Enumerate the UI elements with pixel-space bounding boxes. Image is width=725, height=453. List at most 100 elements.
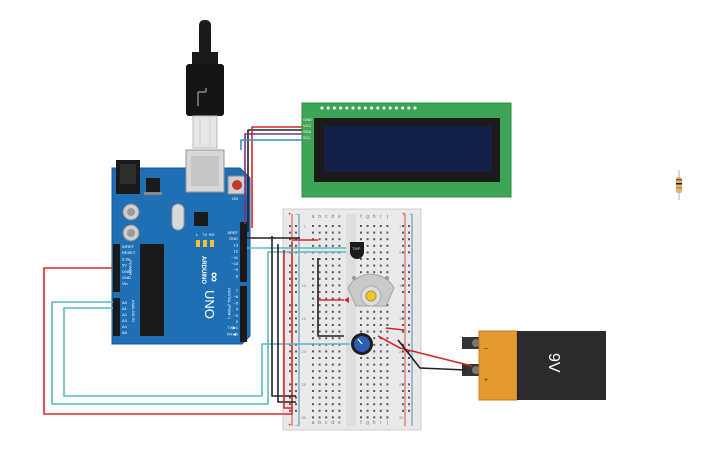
wire-a1[interactable] bbox=[63, 307, 350, 397]
breadboard-hole[interactable] bbox=[312, 383, 314, 386]
breadboard-hole[interactable] bbox=[318, 337, 321, 340]
breadboard-hole[interactable] bbox=[338, 297, 341, 300]
breadboard-hole[interactable] bbox=[338, 304, 341, 307]
breadboard-hole[interactable] bbox=[379, 383, 382, 386]
breadboard-hole[interactable] bbox=[360, 357, 362, 359]
breadboard-hole[interactable] bbox=[331, 291, 334, 293]
breadboard-hole[interactable] bbox=[338, 330, 341, 333]
breadboard-hole[interactable] bbox=[408, 271, 410, 274]
breadboard-hole[interactable] bbox=[373, 343, 376, 346]
breadboard-hole[interactable] bbox=[318, 409, 321, 412]
breadboard-hole[interactable] bbox=[373, 390, 376, 392]
wire-lcd-sda[interactable] bbox=[244, 133, 302, 224]
breadboard-hole[interactable] bbox=[386, 390, 389, 392]
breadboard-hole[interactable] bbox=[373, 310, 376, 313]
breadboard-hole[interactable] bbox=[295, 383, 297, 386]
breadboard-hole[interactable] bbox=[379, 370, 382, 373]
breadboard-hole[interactable] bbox=[289, 238, 291, 241]
potentiometer[interactable] bbox=[351, 333, 373, 355]
breadboard-hole[interactable] bbox=[386, 264, 389, 267]
breadboard-hole[interactable] bbox=[289, 291, 291, 293]
breadboard-hole[interactable] bbox=[408, 390, 410, 392]
breadboard-hole[interactable] bbox=[338, 284, 341, 287]
breadboard-hole[interactable] bbox=[338, 271, 341, 274]
breadboard-hole[interactable] bbox=[325, 271, 328, 274]
breadboard-hole[interactable] bbox=[312, 409, 314, 412]
breadboard-hole[interactable] bbox=[366, 264, 369, 267]
breadboard-hole[interactable] bbox=[318, 238, 321, 241]
breadboard-hole[interactable] bbox=[379, 403, 382, 406]
breadboard-hole[interactable] bbox=[318, 416, 321, 419]
breadboard-hole[interactable] bbox=[408, 244, 410, 247]
breadboard-hole[interactable] bbox=[295, 330, 297, 333]
temperature-sensor[interactable]: TMP bbox=[350, 242, 364, 259]
breadboard-hole[interactable] bbox=[312, 363, 314, 366]
breadboard-hole[interactable] bbox=[318, 258, 321, 260]
breadboard-hole[interactable] bbox=[408, 343, 410, 346]
breadboard-hole[interactable] bbox=[312, 284, 314, 287]
breadboard-hole[interactable] bbox=[325, 238, 328, 241]
breadboard-hole[interactable] bbox=[379, 363, 382, 366]
breadboard-hole[interactable] bbox=[379, 238, 382, 241]
breadboard-hole[interactable] bbox=[312, 244, 314, 247]
breadboard-hole[interactable] bbox=[402, 330, 404, 333]
breadboard-hole[interactable] bbox=[402, 350, 404, 353]
breadboard-hole[interactable] bbox=[360, 383, 362, 386]
breadboard-hole[interactable] bbox=[408, 284, 410, 287]
breadboard-hole[interactable] bbox=[338, 317, 341, 320]
breadboard-hole[interactable] bbox=[408, 310, 410, 313]
breadboard-hole[interactable] bbox=[386, 225, 389, 227]
breadboard-hole[interactable] bbox=[318, 317, 321, 320]
breadboard-hole[interactable] bbox=[331, 357, 334, 359]
breadboard-hole[interactable] bbox=[325, 317, 328, 320]
breadboard-hole[interactable] bbox=[360, 258, 362, 260]
breadboard-hole[interactable] bbox=[318, 304, 321, 307]
breadboard-hole[interactable] bbox=[312, 231, 314, 234]
wire-gnd-lower-2[interactable] bbox=[277, 244, 296, 403]
breadboard-hole[interactable] bbox=[318, 330, 321, 333]
breadboard-hole[interactable] bbox=[318, 291, 321, 293]
breadboard-hole[interactable] bbox=[366, 330, 369, 333]
breadboard-hole[interactable] bbox=[379, 324, 382, 326]
wire-5v-rail[interactable] bbox=[43, 242, 293, 415]
breadboard-hole[interactable] bbox=[312, 271, 314, 274]
breadboard-hole[interactable] bbox=[318, 376, 321, 379]
breadboard-hole[interactable] bbox=[408, 357, 410, 359]
breadboard-hole[interactable] bbox=[402, 225, 404, 227]
breadboard-hole[interactable] bbox=[338, 390, 341, 392]
breadboard-hole[interactable] bbox=[366, 310, 369, 313]
breadboard-hole[interactable] bbox=[295, 317, 297, 320]
breadboard-hole[interactable] bbox=[402, 231, 404, 234]
wire-lcd-vcc[interactable] bbox=[251, 126, 302, 228]
breadboard-hole[interactable] bbox=[312, 324, 314, 326]
breadboard-hole[interactable] bbox=[289, 225, 291, 227]
breadboard-hole[interactable] bbox=[318, 310, 321, 313]
breadboard-hole[interactable] bbox=[379, 231, 382, 234]
breadboard-hole[interactable] bbox=[402, 304, 404, 307]
breadboard-hole[interactable] bbox=[402, 244, 404, 247]
breadboard-hole[interactable] bbox=[386, 376, 389, 379]
breadboard-hole[interactable] bbox=[402, 291, 404, 293]
breadboard-hole[interactable] bbox=[325, 363, 328, 366]
breadboard-hole[interactable] bbox=[366, 225, 369, 227]
lcd-module[interactable]: GND VCC SDA SCL bbox=[301, 102, 512, 198]
breadboard-hole[interactable] bbox=[386, 409, 389, 412]
breadboard-hole[interactable] bbox=[366, 376, 369, 379]
breadboard-hole[interactable] bbox=[386, 363, 389, 366]
breadboard-hole[interactable] bbox=[325, 416, 328, 419]
breadboard-hole[interactable] bbox=[402, 310, 404, 313]
breadboard-hole[interactable] bbox=[289, 330, 291, 333]
breadboard-hole[interactable] bbox=[338, 258, 341, 260]
breadboard-hole[interactable] bbox=[373, 330, 376, 333]
breadboard-hole[interactable] bbox=[331, 396, 334, 399]
breadboard-hole[interactable] bbox=[331, 271, 334, 274]
breadboard-hole[interactable] bbox=[386, 251, 389, 254]
breadboard-hole[interactable] bbox=[318, 244, 321, 247]
breadboard-hole[interactable] bbox=[360, 409, 362, 412]
breadboard-hole[interactable] bbox=[289, 284, 291, 287]
breadboard-hole[interactable] bbox=[338, 396, 341, 399]
breadboard-hole[interactable] bbox=[312, 291, 314, 293]
breadboard-hole[interactable] bbox=[386, 370, 389, 373]
breadboard-hole[interactable] bbox=[295, 284, 297, 287]
